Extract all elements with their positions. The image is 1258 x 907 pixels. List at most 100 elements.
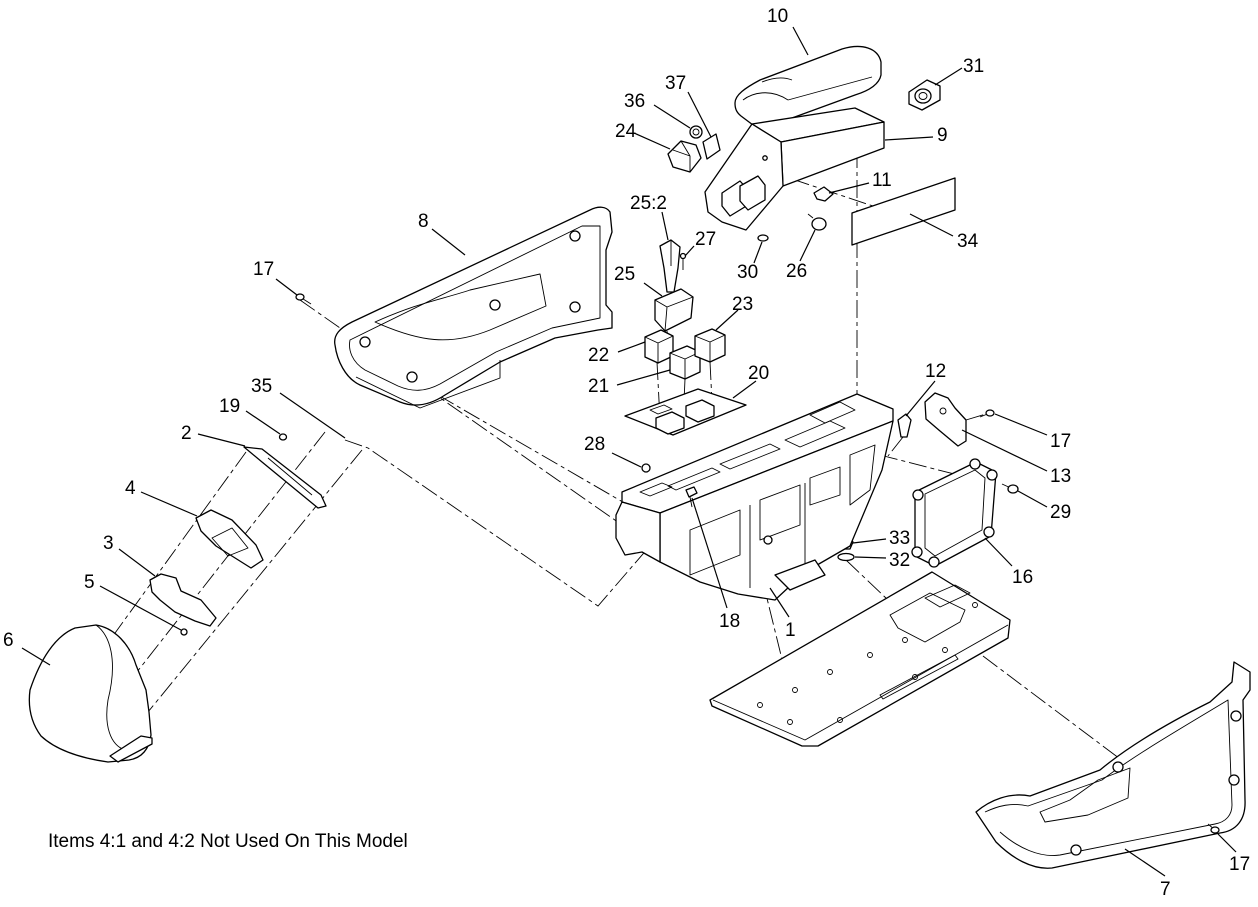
part-18-drawing — [685, 486, 698, 508]
callout-13: 13 — [1050, 466, 1071, 487]
part-23-drawing — [694, 328, 726, 363]
callout-30: 30 — [737, 262, 758, 283]
leader-line-30 — [753, 241, 763, 264]
callout-23: 23 — [732, 294, 753, 315]
leader-line-27 — [684, 245, 695, 257]
leader-line-17-left — [275, 278, 298, 296]
diagram-note: Items 4:1 and 4:2 Not Used On This Model — [48, 831, 408, 852]
part-27-drawing — [679, 252, 687, 270]
callout-25: 25 — [614, 264, 635, 285]
part-9-drawing — [704, 107, 885, 231]
leader-line-8 — [431, 228, 466, 256]
callout-24: 24 — [615, 121, 637, 142]
leader-line-4 — [140, 491, 198, 517]
leader-line-6 — [21, 647, 51, 666]
part-13-drawing — [924, 392, 967, 447]
leader-line-21 — [616, 369, 671, 386]
callout-20: 20 — [748, 363, 769, 384]
part-19-drawing — [278, 433, 288, 441]
part-8-drawing — [334, 206, 613, 409]
part-21-drawing — [669, 345, 701, 380]
callout-28: 28 — [584, 434, 605, 455]
phantom-line — [114, 431, 326, 701]
phantom-line — [109, 451, 247, 641]
part-6-drawing — [28, 624, 153, 763]
phantom-line — [934, 619, 1213, 829]
part-4-drawing — [195, 509, 264, 569]
callout-32: 32 — [889, 550, 910, 571]
part-11-drawing — [813, 186, 834, 202]
part-36-drawing — [689, 125, 703, 139]
leader-line-26 — [799, 229, 816, 262]
leader-line-3 — [118, 548, 156, 577]
leader-line-25-2 — [661, 211, 669, 241]
part-10-drawing — [734, 45, 882, 131]
leader-line-36 — [653, 104, 691, 129]
callout-6: 6 — [3, 630, 14, 651]
leader-line-2 — [197, 433, 246, 447]
leader-line-31 — [934, 67, 963, 86]
part-17-left-drawing — [295, 293, 312, 305]
callout-labels: 10 31 37 36 24 9 11 25:2 27 34 30 26 8 1… — [3, 6, 1250, 900]
callout-11: 11 — [872, 170, 892, 191]
callout-12: 12 — [925, 361, 946, 382]
leader-line-25 — [643, 282, 663, 297]
part-29-drawing — [1001, 483, 1019, 494]
part-7-drawing — [975, 661, 1251, 869]
leader-line-17-bottom — [1217, 833, 1237, 853]
phantom-line — [887, 436, 904, 457]
phantom-line — [656, 361, 661, 421]
part-34-drawing — [851, 177, 956, 246]
callout-17-right: 17 — [1050, 431, 1071, 452]
leader-line-16 — [984, 537, 1013, 567]
callout-4: 4 — [125, 478, 136, 499]
leader-line-12 — [905, 380, 936, 417]
leader-lines — [21, 26, 1237, 877]
part-32-drawing — [837, 552, 855, 562]
part-17-bottom-drawing — [1207, 823, 1220, 834]
leader-line-9 — [884, 136, 934, 141]
part-5-drawing — [180, 628, 188, 636]
part-31-drawing — [908, 79, 941, 111]
leader-line-10 — [792, 26, 809, 56]
callout-33: 33 — [889, 528, 910, 549]
callout-19: 19 — [219, 396, 240, 417]
leader-line-22 — [617, 341, 646, 353]
phantom-line — [411, 379, 629, 506]
callout-17-bottom: 17 — [1229, 854, 1250, 875]
callout-7: 7 — [1160, 879, 1171, 900]
part-24-drawing — [667, 140, 702, 173]
callout-29: 29 — [1050, 502, 1071, 523]
part-30-drawing — [757, 234, 769, 242]
part-16-drawing — [911, 458, 998, 568]
callout-27: 27 — [695, 229, 716, 250]
phantom-line — [344, 439, 656, 607]
leader-line-29 — [1017, 490, 1048, 508]
phantom-line — [965, 412, 990, 421]
phantom-lines — [109, 150, 1213, 829]
leader-line-1 — [769, 587, 790, 618]
callout-5: 5 — [84, 572, 95, 593]
part-2-drawing — [243, 446, 327, 509]
part-17-right-drawing — [979, 409, 995, 418]
leader-line-17-right — [994, 413, 1048, 436]
part-25-2-drawing — [659, 239, 681, 293]
callout-34: 34 — [957, 231, 979, 252]
callout-9: 9 — [937, 125, 948, 146]
callout-16: 16 — [1012, 567, 1033, 588]
callout-31: 31 — [963, 56, 984, 77]
leader-line-18 — [691, 497, 728, 609]
callout-26: 26 — [786, 261, 807, 282]
callout-2: 2 — [181, 423, 192, 444]
callout-1: 1 — [785, 620, 796, 641]
leader-line-24 — [633, 132, 671, 150]
part-28-drawing — [641, 463, 651, 473]
part-26-drawing — [807, 213, 827, 231]
phantom-line — [147, 449, 363, 713]
part-25-drawing — [654, 288, 694, 332]
callout-3: 3 — [103, 533, 114, 554]
callout-18: 18 — [719, 611, 740, 632]
leader-line-35 — [279, 392, 346, 439]
part-37-drawing — [702, 133, 721, 160]
